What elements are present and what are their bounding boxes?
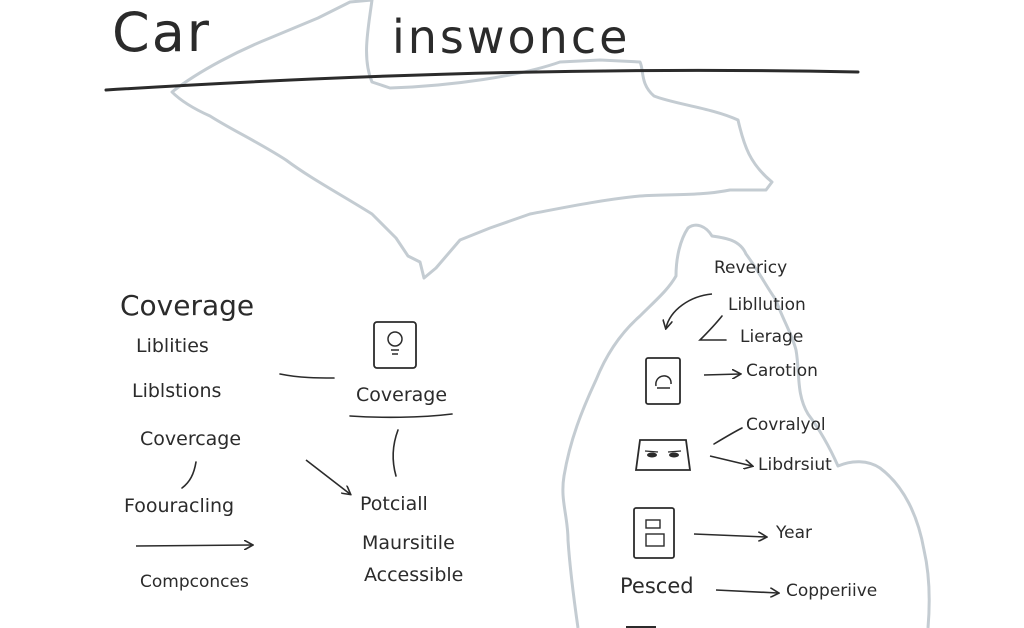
arrow-diagonal bbox=[305, 459, 350, 494]
lower-peninsula-outline bbox=[561, 223, 931, 628]
right-item-covralyol: Covralyol bbox=[746, 415, 826, 435]
lightbulb-card-icon bbox=[373, 321, 417, 369]
right-item-revericy: Revericy bbox=[714, 258, 788, 278]
arrow-to-year bbox=[693, 534, 766, 537]
left-item-foouracling: Foouracling bbox=[124, 495, 235, 517]
line-to-covralyol bbox=[713, 427, 743, 445]
right-item-libdrsiut: Libdrsiut bbox=[758, 455, 832, 475]
arrow-curve-down bbox=[666, 293, 713, 328]
arrow-right-long bbox=[135, 545, 252, 546]
left-item-compconces: Compconces bbox=[140, 572, 249, 592]
left-item-liblities: Liblities bbox=[136, 335, 209, 357]
right-item-carotion: Carotion bbox=[746, 361, 818, 381]
right-bottom-copperiive: Copperiive bbox=[786, 581, 878, 601]
left-item-liblstions: Liblstions bbox=[132, 380, 222, 402]
arrow-to-carotion bbox=[703, 374, 740, 375]
title-insurance: inswonce bbox=[392, 10, 631, 64]
right-item-lierage: Lierage bbox=[740, 327, 804, 347]
middle-item-maursitile: Maursitile bbox=[362, 532, 455, 554]
title-car: Car bbox=[112, 1, 211, 64]
speedometer-card-icon bbox=[645, 357, 681, 405]
document-card-icon bbox=[633, 507, 675, 559]
right-bottom-pesced: Pesced bbox=[620, 574, 694, 598]
branch-stroke bbox=[698, 315, 727, 341]
arrow-to-copperiive bbox=[715, 590, 778, 593]
vertical-curve bbox=[392, 429, 399, 477]
upper-peninsula-outline bbox=[170, 0, 774, 280]
right-item-libllution: Libllution bbox=[728, 295, 806, 315]
dash-line bbox=[279, 373, 335, 379]
middle-coverage-label: Coverage bbox=[356, 384, 448, 406]
coverage-underline bbox=[349, 413, 453, 419]
middle-item-accessible: Accessible bbox=[364, 564, 464, 586]
title-underline bbox=[104, 68, 860, 92]
right-item-year: Year bbox=[776, 523, 812, 543]
car-mask-icon bbox=[634, 439, 692, 471]
curve-stroke bbox=[181, 461, 197, 489]
left-item-covercage: Covercage bbox=[140, 428, 242, 450]
middle-item-potciall: Potciall bbox=[360, 493, 428, 515]
coverage-heading: Coverage bbox=[120, 289, 255, 322]
arrow-to-libdrsiut bbox=[709, 455, 752, 466]
